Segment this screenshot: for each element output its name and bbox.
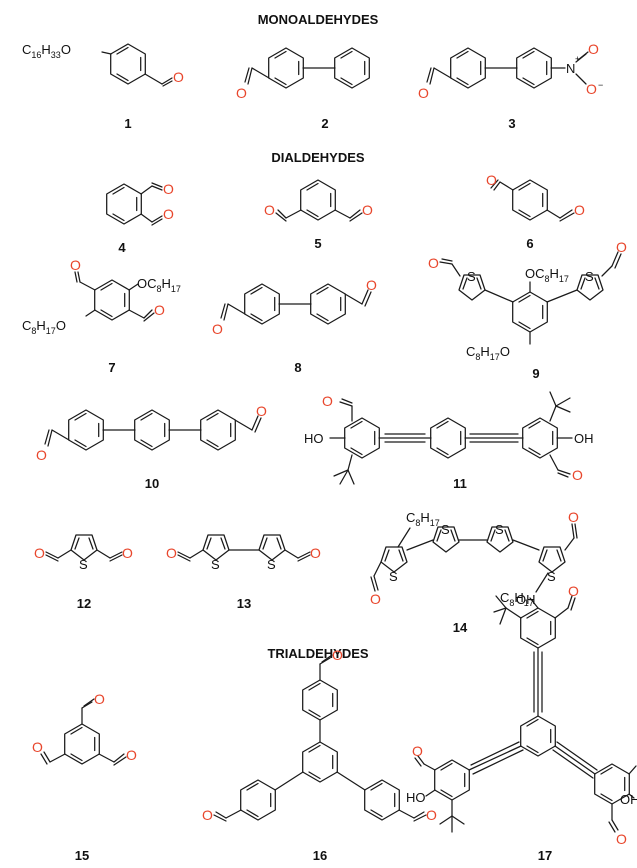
compound-11: O HO OH O 11 [304,391,594,491]
compound-number: 6 [526,236,533,251]
compound-7: O OC8H17 O C8H17O 7 [22,257,181,375]
svg-text:O: O [310,545,321,561]
svg-text:O: O [154,302,165,318]
svg-text:O: O [322,393,333,409]
svg-text:O: O [370,591,381,607]
compound-6: O O 6 [486,172,585,251]
svg-text:O: O [572,467,583,483]
svg-text:O: O [418,85,429,101]
svg-text:C8H17: C8H17 [406,510,440,528]
compound-8: O O 8 [212,277,377,375]
svg-text:O: O [362,202,373,218]
svg-text:O: O [163,181,174,197]
svg-text:HO: HO [304,431,324,446]
compound-15: O O O 15 [32,691,137,863]
compound-number: 15 [75,848,89,863]
svg-text:O: O [332,647,343,663]
svg-text:O: O [264,202,275,218]
svg-text:+: + [575,54,580,64]
compound-17: OH O O HO OH O 17 [406,583,637,863]
svg-text:OH: OH [574,431,594,446]
compound-number: 8 [294,360,301,375]
svg-text:O: O [574,202,585,218]
section-title-monoaldehydes: MONOALDEHYDES [258,12,379,27]
svg-text:S: S [441,522,450,537]
svg-text:O: O [36,447,47,463]
compound-number: 14 [453,620,468,635]
svg-text:OC8H17: OC8H17 [137,276,181,294]
svg-text:C8H17O: C8H17O [466,344,510,362]
compound-13: S S O O 13 [166,534,321,611]
compound-number: 10 [145,476,159,491]
svg-text:O: O [616,831,627,847]
svg-text:O: O [236,85,247,101]
svg-text:O: O [126,747,137,763]
svg-text:O: O [568,583,579,599]
svg-text:O: O [94,691,105,707]
svg-text:S: S [547,569,556,584]
compound-10: O O 10 [36,403,267,491]
svg-text:C8H17: C8H17 [500,590,534,608]
svg-text:S: S [389,569,398,584]
svg-text:O: O [166,545,177,561]
svg-text:O: O [70,257,81,273]
svg-text:O: O [34,545,45,561]
compound-number: 5 [314,236,321,251]
svg-text:O: O [426,807,437,823]
compound-number: 12 [77,596,91,611]
compound-5: O O 5 [264,179,373,251]
svg-text:O: O [163,206,174,222]
compound-number: 11 [453,476,467,491]
compound-1: C16H33O O 1 [22,42,184,131]
c16h33o-label: C16H33O [22,42,71,60]
svg-text:O: O [586,81,597,97]
compound-number: 9 [532,366,539,381]
compound-16: O O O 16 [202,647,437,863]
svg-text:S: S [267,557,276,572]
compound-9: S S O O OC8H17 C8H17O 9 [428,239,627,381]
svg-text:O: O [173,69,184,85]
svg-text:O: O [256,403,267,419]
svg-text:O: O [412,743,423,759]
compound-number: 17 [538,848,552,863]
compound-4: O O 4 [106,181,174,255]
compound-number: 3 [508,116,515,131]
svg-text:O: O [616,239,627,255]
section-title-trialdehydes: TRIALDEHYDES [267,646,368,661]
compound-number: 2 [321,116,328,131]
svg-text:S: S [585,269,594,284]
compound-2: O 2 [236,47,370,131]
svg-text:O: O [568,509,579,525]
svg-text:O: O [366,277,377,293]
svg-text:OH: OH [516,592,536,607]
compound-number: 13 [237,596,251,611]
svg-text:HO: HO [406,790,426,805]
compound-number: 1 [124,116,131,131]
compound-number: 16 [313,848,327,863]
section-title-dialdehydes: DIALDEHYDES [271,150,365,165]
svg-text:OH: OH [620,792,637,807]
svg-text:−: − [598,80,603,90]
svg-text:S: S [211,557,220,572]
compound-14: S S S S C8H17 O C8H17 O 14 [370,509,579,635]
compound-number: 4 [118,240,126,255]
svg-text:S: S [79,557,88,572]
svg-text:O: O [428,255,439,271]
compound-number: 7 [108,360,115,375]
svg-text:S: S [495,522,504,537]
svg-text:O: O [588,41,599,57]
svg-text:O: O [202,807,213,823]
svg-text:O: O [32,739,43,755]
svg-text:S: S [467,269,476,284]
svg-text:OC8H17: OC8H17 [525,266,569,284]
compound-12: S O O 12 [34,534,133,611]
svg-text:N: N [566,61,575,76]
compound-3: O N + O O − 3 [418,41,603,131]
svg-text:C8H17O: C8H17O [22,318,66,336]
svg-text:O: O [122,545,133,561]
svg-text:O: O [486,172,497,188]
svg-text:O: O [212,321,223,337]
